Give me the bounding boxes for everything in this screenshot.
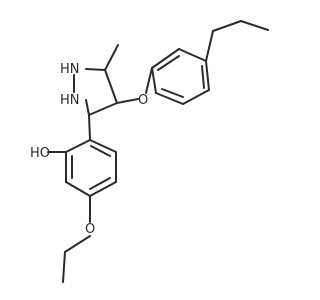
bond-ar-6 <box>151 67 157 94</box>
bond-propyl-2 <box>212 20 242 32</box>
aryl-ether-linkage <box>116 67 153 104</box>
bond-ar-4 <box>182 89 210 105</box>
structure-diagram: HN HN O HO O <box>30 20 269 283</box>
atom-label-hydroxyl: HO <box>30 146 50 161</box>
atom-label-ethoxy-o: O <box>85 222 95 237</box>
atom-label-nh-top: HN <box>60 62 80 77</box>
bond-ph-1 <box>89 139 117 153</box>
atom-label-ether-o: O <box>138 93 148 108</box>
bond-c4-c5 <box>104 69 118 104</box>
bond-ar-2 <box>178 48 207 62</box>
bond-propyl-3 <box>240 20 269 31</box>
molecule-canvas: HN HN O HO O <box>30 20 269 283</box>
bond-n2-c3 <box>85 99 90 116</box>
bond-ch2-ch3 <box>62 251 66 283</box>
bond-c3-c4 <box>88 102 118 116</box>
bond-ph-4 <box>65 181 91 197</box>
bond-ph-inner-1 <box>90 145 111 157</box>
pyrazolidine-ring <box>73 44 119 116</box>
bond-ar-inner-1 <box>157 55 180 71</box>
bond-ar-inner-3 <box>161 88 184 98</box>
bond-propyl-1 <box>205 30 214 62</box>
propylphenyl-ring <box>151 48 210 105</box>
bond-ph-3 <box>89 181 117 197</box>
bond-c5-methyl <box>104 44 119 71</box>
bond-ph-inner-2 <box>89 177 111 190</box>
bond-ar-5 <box>155 92 184 105</box>
propyl-chain <box>205 20 269 62</box>
atom-label-nh-bottom: HN <box>60 93 80 108</box>
phenol-ring <box>65 139 117 197</box>
bond-c4-o <box>116 98 139 104</box>
bond-o-ch2 <box>64 235 91 253</box>
bond-ar-1 <box>151 48 180 69</box>
ethoxy-group <box>62 195 91 283</box>
bond-c3-aryl <box>88 114 91 141</box>
bond-ar-3 <box>205 60 210 91</box>
bond-ph-6 <box>65 139 91 153</box>
bond-o-aryl <box>145 67 153 94</box>
bond-n1-c5 <box>85 68 106 71</box>
bond-ar-inner-2 <box>201 65 205 89</box>
